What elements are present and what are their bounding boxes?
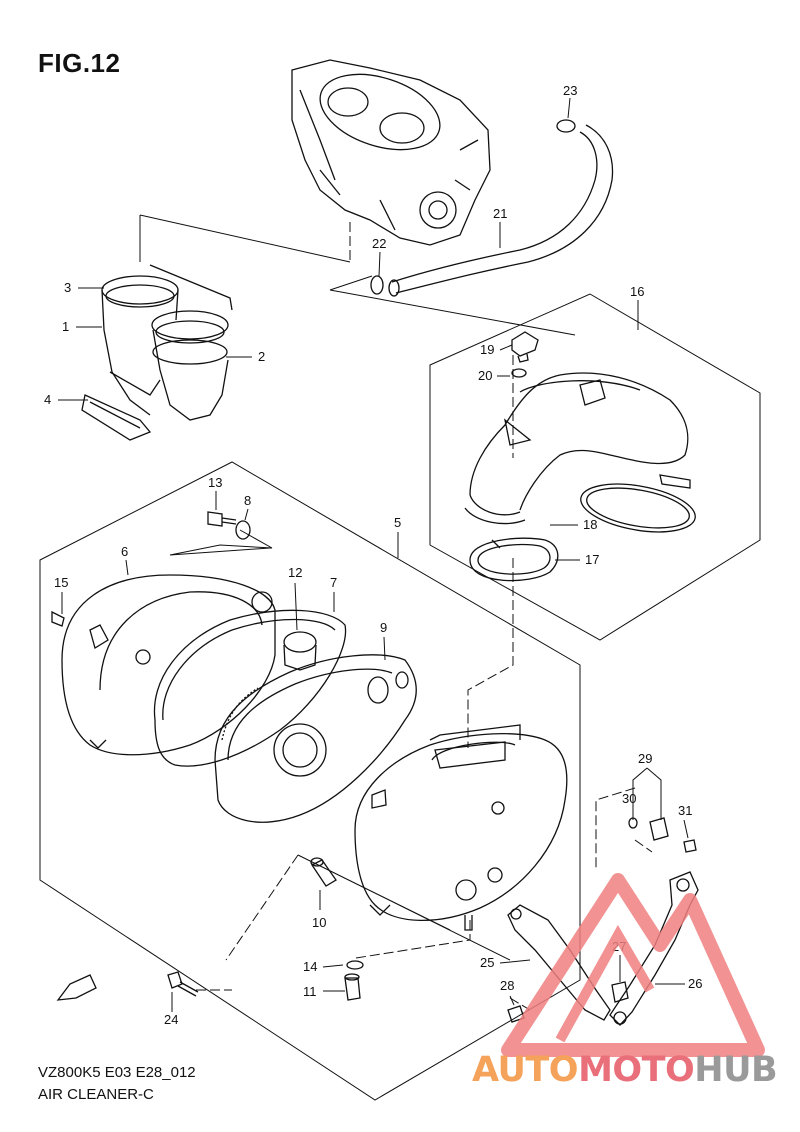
bolt-24 <box>167 971 199 997</box>
callout-5: 5 <box>394 515 401 530</box>
callout-7: 7 <box>330 575 337 590</box>
leader-lines <box>196 222 653 1011</box>
callout-6: 6 <box>121 544 128 559</box>
callout-15: 15 <box>54 575 68 590</box>
model-code: VZ800K5 E03 E28_012 <box>38 1064 196 1081</box>
callout-13: 13 <box>208 475 222 490</box>
callout-21: 21 <box>493 206 507 221</box>
intake-duct-16 <box>464 372 689 525</box>
callout-numbers: 3 1 2 4 5 6 7 8 9 10 11 12 13 14 15 16 1… <box>44 83 702 1027</box>
callout-3: 3 <box>64 280 71 295</box>
watermark-part-auto: AUTO <box>472 1050 579 1090</box>
callout-31: 31 <box>678 803 692 818</box>
callout-14: 14 <box>303 959 317 974</box>
callout-9: 9 <box>380 620 387 635</box>
callout-30: 30 <box>622 791 636 806</box>
callout-1: 1 <box>62 319 69 334</box>
callout-29: 29 <box>638 751 652 766</box>
watermark-text: AUTOMOTOHUB <box>472 1050 778 1090</box>
intake-funnel-assembly <box>81 264 233 441</box>
breather-hose-21 <box>388 124 614 297</box>
bolt-and-washer <box>207 511 251 540</box>
screws-and-grommet <box>507 817 697 1023</box>
spacer-plug-clamp <box>310 857 364 1001</box>
callout-22: 22 <box>372 236 386 251</box>
callout-25: 25 <box>480 955 494 970</box>
callout-4: 4 <box>44 392 51 407</box>
elbow-fitting <box>511 331 539 378</box>
callout-12: 12 <box>288 565 302 580</box>
callout-28: 28 <box>500 978 514 993</box>
section-name: AIR CLEANER-C <box>38 1086 154 1103</box>
watermark-part-hub: HUB <box>694 1050 778 1090</box>
callout-10: 10 <box>312 915 326 930</box>
air-filter-element-9 <box>214 654 417 823</box>
cover-seal-7 <box>153 609 347 767</box>
duct-gaskets <box>469 474 696 582</box>
throttle-body-drawing <box>291 59 491 246</box>
watermark-part-moto: MOTO <box>578 1050 695 1090</box>
watermark-logo-icon <box>501 873 765 1057</box>
callout-8: 8 <box>244 493 251 508</box>
callout-26: 26 <box>688 976 702 991</box>
group-outlines <box>39 214 761 1101</box>
air-cleaner-case-5 <box>354 724 568 931</box>
callout-20: 20 <box>478 368 492 383</box>
callout-2: 2 <box>258 349 265 364</box>
hose-clamps <box>370 119 576 295</box>
air-cleaner-cover-6 <box>51 574 276 756</box>
callout-19: 19 <box>480 342 494 357</box>
callout-16: 16 <box>630 284 644 299</box>
callout-11: 11 <box>303 984 317 999</box>
callout-18: 18 <box>583 517 597 532</box>
callout-17: 17 <box>585 552 599 567</box>
callout-23: 23 <box>563 83 577 98</box>
callout-leaders <box>58 97 689 1012</box>
callout-24: 24 <box>164 1012 178 1027</box>
figure-title: FIG.12 <box>38 48 121 78</box>
cap-12 <box>283 631 317 671</box>
fwd-arrow-marker <box>56 974 97 1001</box>
